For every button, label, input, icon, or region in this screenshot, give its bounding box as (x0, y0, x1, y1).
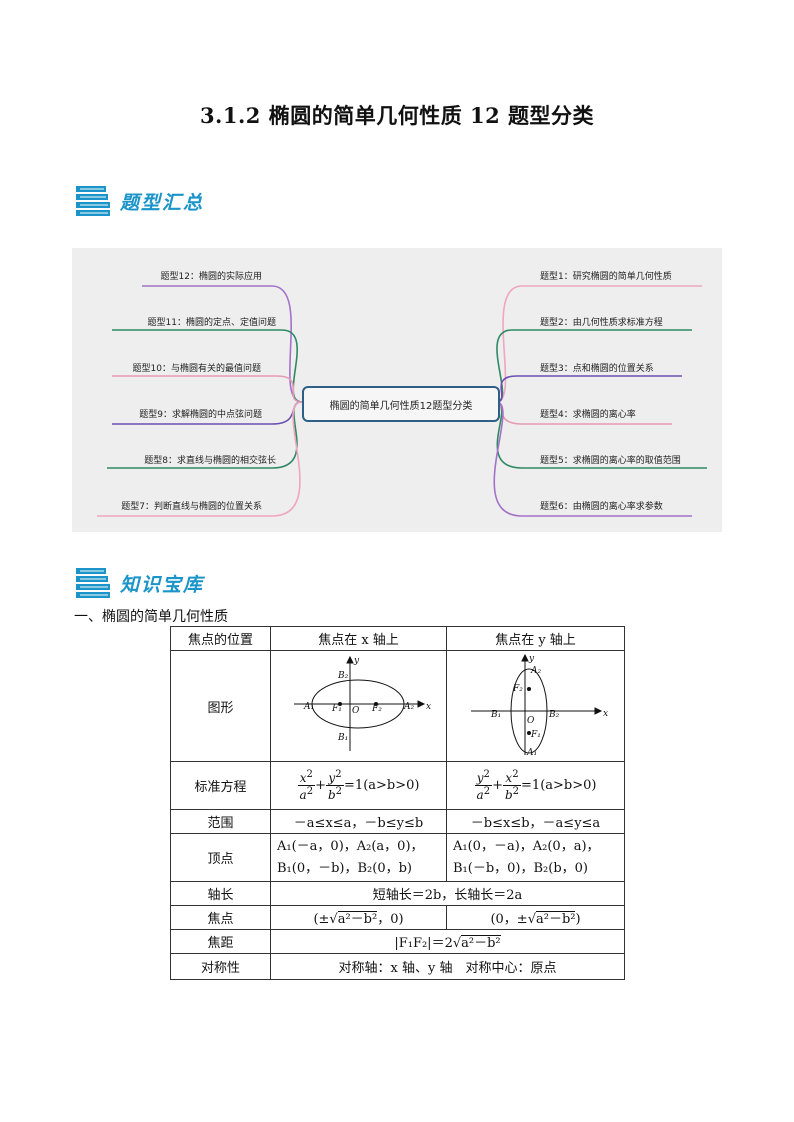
label-A2: A₂ (530, 666, 541, 676)
table-row: 焦点 (±√a²－b²，0) (0，±√a²－b²) (170, 905, 625, 930)
books-icon (76, 186, 110, 216)
topic-1: 题型1：研究椭圆的简单几何性质 (540, 272, 672, 282)
topic-12: 题型12：椭圆的实际应用 (160, 272, 262, 282)
section-heading-text: 题型汇总 (120, 191, 205, 214)
label-F1: F₁ (331, 704, 342, 714)
topic-8: 题型8：求直线与椭圆的相交弦长 (144, 456, 276, 466)
topic-6: 题型6：由椭圆的离心率求参数 (540, 502, 663, 512)
ellipse-x-figure: y x B₂ B₁ A₁ A₂ F₁ F₂ O (270, 650, 447, 762)
topic-11: 题型11：椭圆的定点、定值问题 (147, 318, 276, 328)
range-y: －b≤x≤b，－a≤y≤a (446, 809, 625, 834)
vertices-y-line1: A₁(0，－a)，A₂(0，a)， (453, 838, 600, 854)
x-axis-label: x (426, 702, 431, 712)
ellipse-y-figure: y x A₂ A₁ B₁ B₂ F₂ F₁ O (446, 650, 625, 762)
row-label: 范围 (170, 809, 271, 834)
topic-7: 题型7：判断直线与椭圆的位置关系 (121, 502, 262, 512)
foci-y-radicand: a²－b² (535, 911, 576, 927)
foci-x-radicand: a²－b² (337, 911, 378, 927)
label-O: O (527, 716, 535, 726)
label-F1: F₁ (530, 730, 541, 740)
ellipse-properties-table: 焦点的位置 焦点在 x 轴上 焦点在 y 轴上 图形 y x B₂ (170, 626, 625, 980)
topic-2: 题型2：由几何性质求标准方程 (540, 318, 663, 328)
row-label: 焦点 (170, 905, 271, 930)
topic-10: 题型10：与椭圆有关的最值问题 (132, 364, 261, 374)
label-O: O (352, 706, 360, 716)
foci-x: (±√a²－b²，0) (270, 905, 447, 930)
vertices-y-line2: B₁(－b，0)，B₂(b，0) (453, 860, 589, 876)
topic-9: 题型9：求解椭圆的中点弦问题 (139, 410, 262, 420)
x-axis-label: x (603, 709, 608, 719)
table-row: 轴长 短轴长＝2b，长轴长＝2a (170, 881, 625, 906)
section-heading-text: 知识宝库 (120, 573, 205, 596)
table-row: 范围 －a≤x≤a，－b≤y≤b －b≤x≤b，－a≤y≤a (170, 809, 625, 834)
label-A2: A₂ (403, 702, 414, 712)
subsection-heading: 一、椭圆的简单几何性质 (74, 609, 228, 625)
label-B1: B₁ (337, 733, 348, 743)
label-A1: A₁ (303, 702, 314, 712)
axis-length: 短轴长＝2b，长轴长＝2a (270, 881, 625, 906)
section-heading-summary: 题型汇总 (74, 184, 204, 218)
topic-5: 题型5：求椭圆的离心率的取值范围 (540, 456, 681, 466)
table-row: 焦距 |F₁F₂|＝2√a²－b² (170, 929, 625, 954)
label-B2: B₂ (548, 710, 560, 720)
vertices-y: A₁(0，－a)，A₂(0，a)， B₁(－b，0)，B₂(b，0) (446, 833, 625, 882)
ellipse-vertical-diagram: y x A₂ A₁ B₁ B₂ F₂ F₁ O (470, 653, 608, 758)
row-label: 轴长 (170, 881, 271, 906)
row-label: 顶点 (170, 833, 271, 882)
topic-3: 题型3：点和椭圆的位置关系 (540, 364, 654, 374)
equation-y-tail: =1(a>b>0) (521, 778, 597, 793)
foci-x-suffix: ，0) (377, 912, 404, 927)
header-cell: 焦点在 x 轴上 (270, 626, 447, 651)
vertices-x-line2: B₁(0，－b)，B₂(0，b) (277, 860, 413, 876)
foci-y-prefix: (0，± (490, 912, 528, 927)
y-axis-label: y (353, 656, 360, 666)
table-row: 对称性 对称轴：x 轴、y 轴 对称中心：原点 (170, 953, 625, 980)
ellipse-horizontal-diagram: y x B₂ B₁ A₁ A₂ F₁ F₂ O (293, 655, 431, 751)
row-label: 图形 (170, 650, 271, 762)
y-axis-label: y (528, 654, 535, 664)
section-heading-knowledge: 知识宝库 (74, 566, 204, 600)
range-x: －a≤x≤a，－b≤y≤b (270, 809, 447, 834)
vertices-x: A₁(－a，0)，A₂(a，0)， B₁(0，－b)，B₂(0，b) (270, 833, 447, 882)
label-F2: F₂ (371, 704, 382, 714)
row-label: 对称性 (170, 953, 271, 980)
table-header-row: 焦点的位置 焦点在 x 轴上 焦点在 y 轴上 (170, 626, 625, 651)
row-label: 标准方程 (170, 761, 271, 810)
label-B1: B₁ (490, 710, 501, 720)
mind-map-center: 椭圆的简单几何性质12题型分类 (302, 386, 500, 422)
focal-prefix: |F₁F₂|＝2 (394, 936, 453, 951)
topic-4: 题型4：求椭圆的离心率 (540, 410, 636, 420)
header-cell: 焦点的位置 (170, 626, 271, 651)
header-cell: 焦点在 y 轴上 (446, 626, 625, 651)
foci-x-prefix: (± (313, 912, 330, 927)
foci-y: (0，±√a²－b²) (446, 905, 625, 930)
focal-radicand: a²－b² (461, 935, 501, 951)
label-F2: F₂ (512, 684, 523, 694)
label-A1: A₁ (526, 748, 537, 757)
table-row: 图形 y x B₂ B₁ A₁ A₂ (170, 650, 625, 762)
page-title: 3.1.2 椭圆的简单几何性质 12 题型分类 (199, 103, 595, 128)
equation-x-tail: =1(a>b>0) (344, 778, 420, 793)
focal-distance: |F₁F₂|＝2√a²－b² (270, 929, 625, 954)
row-label: 焦距 (170, 929, 271, 954)
foci-y-suffix: ) (575, 912, 581, 927)
label-B2: B₂ (337, 671, 349, 681)
mind-map: 椭圆的简单几何性质12题型分类 题型12：椭圆的实际应用 题型11：椭圆的定点、… (72, 248, 722, 532)
table-row: 顶点 A₁(－a，0)，A₂(a，0)， B₁(0，－b)，B₂(0，b) A₁… (170, 833, 625, 882)
symmetry: 对称轴：x 轴、y 轴 对称中心：原点 (270, 953, 625, 980)
vertices-x-line1: A₁(－a，0)，A₂(a，0)， (277, 838, 424, 854)
books-icon (76, 568, 110, 598)
